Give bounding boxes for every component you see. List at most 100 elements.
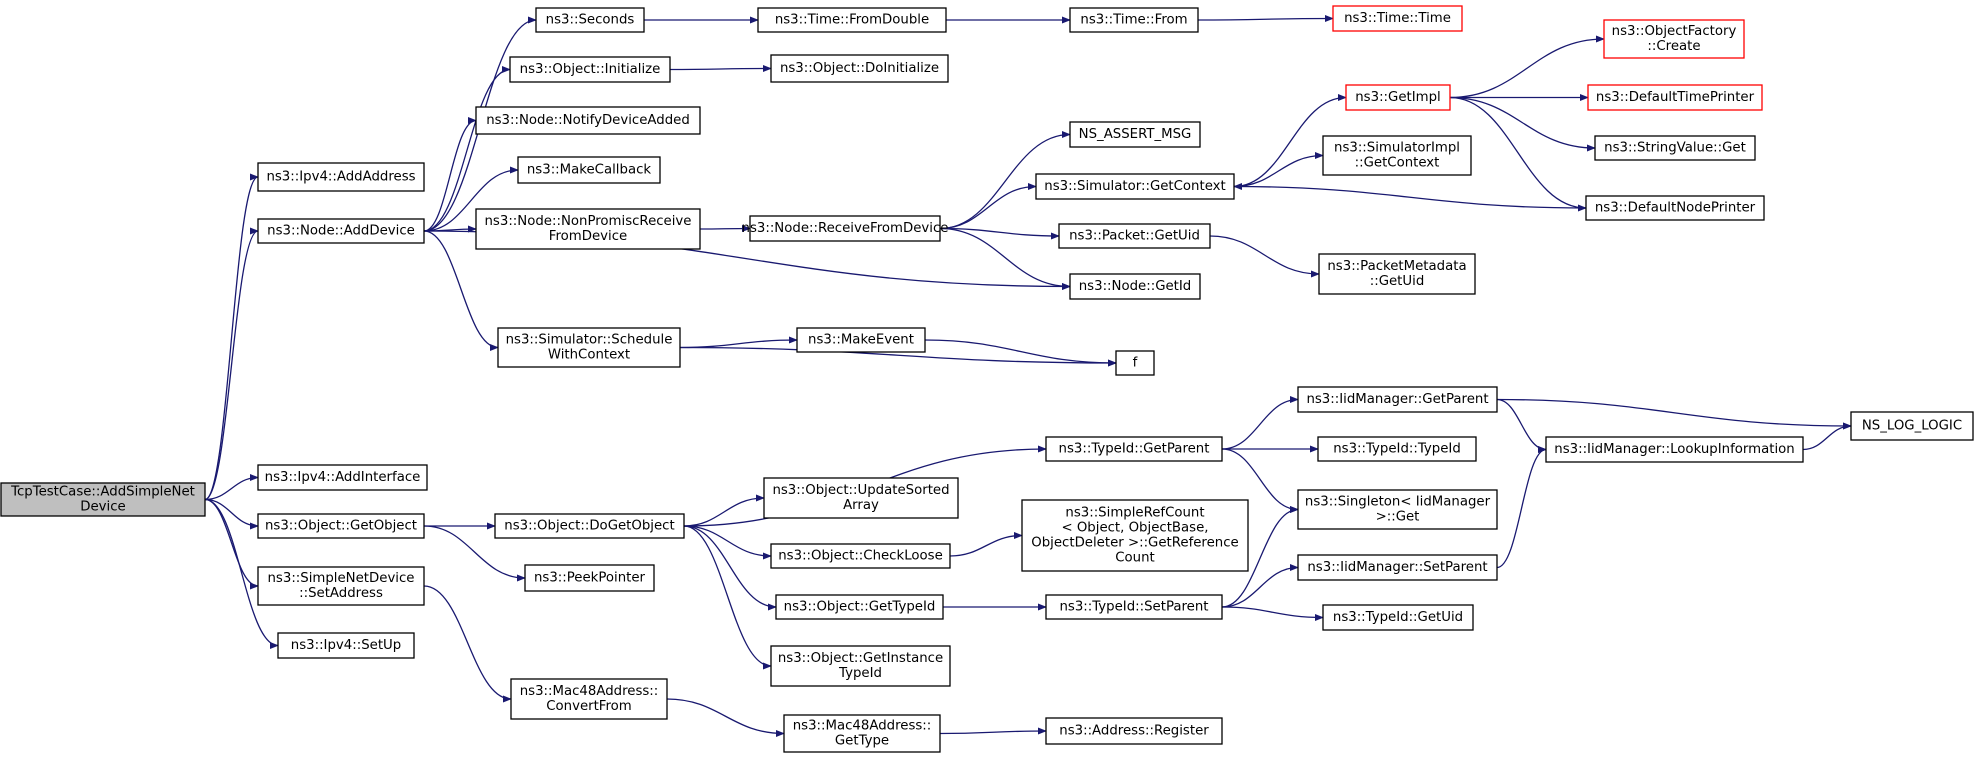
node-node_adddevice[interactable]: ns3::Node::AddDevice [257, 218, 425, 244]
node-box [257, 162, 425, 192]
node-defaultnodeprinter[interactable]: ns3::DefaultNodePrinter [1585, 195, 1765, 221]
edge-root-to-ipv4_addinterface [204, 473, 259, 501]
node-label: ::SetAddress [299, 586, 383, 601]
node-typeid_typeid[interactable]: ns3::TypeId::TypeId [1317, 436, 1477, 462]
node-address_register[interactable]: ns3::Address::Register [1045, 717, 1223, 745]
node-object_dogetobject[interactable]: ns3::Object::DoGetObject [494, 513, 685, 539]
node-ipv4_addaddress[interactable]: ns3::Ipv4::AddAddress [257, 162, 425, 192]
node-box [770, 645, 951, 687]
node-typeid_setparent[interactable]: ns3::TypeId::SetParent [1045, 594, 1223, 620]
node-simulator_getcontext[interactable]: ns3::Simulator::GetContext [1035, 173, 1235, 200]
node-box [770, 543, 951, 569]
node-label: ns3::TypeId::TypeId [1333, 442, 1461, 457]
node-label: ns3::Address::Register [1059, 724, 1209, 739]
edge-iidmanager_getparent-to-ns_log_logic [1496, 398, 1852, 430]
node-label: ns3::Node::AddDevice [267, 224, 415, 239]
node-object_initialize[interactable]: ns3::Object::Initialize [509, 56, 671, 83]
node-defaulttimeprinter[interactable]: ns3::DefaultTimePrinter [1587, 84, 1763, 111]
node-ns_log_logic[interactable]: NS_LOG_LOGIC [1850, 411, 1974, 441]
node-box [257, 513, 425, 539]
edge-root-to-object_getobject [204, 498, 259, 530]
edge-packet_getuid-to-packetmetadata_getuid [1209, 235, 1320, 278]
node-label: ns3::Time::Time [1344, 11, 1451, 26]
node-iidmanager_lookupinformation[interactable]: ns3::IidManager::LookupInformation [1545, 436, 1804, 463]
node-ipv4_addinterface[interactable]: ns3::Ipv4::AddInterface [257, 464, 428, 491]
edge-node_receivefromdevice-to-ns_assert_msg [939, 130, 1071, 230]
node-label: ns3::Time::From [1080, 13, 1187, 28]
node-time_fromdouble[interactable]: ns3::Time::FromDouble [757, 7, 947, 33]
node-simplerefcount[interactable]: ns3::SimpleRefCount< Object, ObjectBase,… [1021, 499, 1249, 572]
node-label: FromDevice [549, 229, 627, 244]
node-time_time[interactable]: ns3::Time::Time [1332, 5, 1463, 32]
node-label: ns3::DefaultTimePrinter [1596, 90, 1755, 105]
node-getimpl[interactable]: ns3::GetImpl [1345, 84, 1451, 111]
node-mac48_gettype[interactable]: ns3::Mac48Address::GetType [783, 714, 941, 753]
node-iidmanager_getparent[interactable]: ns3::IidManager::GetParent [1297, 386, 1498, 413]
node-stringvalue_get[interactable]: ns3::StringValue::Get [1594, 135, 1756, 161]
node-simplenetdevice_setaddress[interactable]: ns3::SimpleNetDevice::SetAddress [257, 566, 425, 606]
node-makeevent[interactable]: ns3::MakeEvent [796, 327, 926, 353]
node-box [1345, 84, 1451, 111]
node-node_notifydeviceadded[interactable]: ns3::Node::NotifyDeviceAdded [475, 106, 701, 135]
node-label: ns3::MakeEvent [808, 333, 914, 348]
node-box [1297, 489, 1498, 530]
node-box [257, 566, 425, 606]
node-label: ::GetUid [1370, 274, 1425, 289]
edge-root-to-ipv4_setup [204, 498, 279, 650]
node-object_getobject[interactable]: ns3::Object::GetObject [257, 513, 425, 539]
node-singleton_get[interactable]: ns3::Singleton< IidManager>::Get [1297, 489, 1498, 530]
edge-node_adddevice-to-makecallback [423, 166, 519, 232]
node-mac48_convertfrom[interactable]: ns3::Mac48Address::ConvertFrom [510, 678, 668, 720]
node-label: ns3::Time::FromDouble [775, 13, 929, 28]
node-ipv4_setup[interactable]: ns3::Ipv4::SetUp [277, 632, 415, 659]
node-box [1850, 411, 1974, 441]
edge-object_getobject-to-peekpointer [423, 525, 526, 582]
node-object_doinitialize[interactable]: ns3::Object::DoInitialize [770, 54, 949, 83]
node-box [257, 464, 428, 491]
node-typeid_getuid[interactable]: ns3::TypeId::GetUid [1322, 604, 1474, 631]
node-box [763, 477, 959, 519]
node-object_gettypeid[interactable]: ns3::Object::GetTypeId [775, 594, 944, 620]
node-label: Count [1115, 551, 1155, 566]
node-packetmetadata_getuid[interactable]: ns3::PacketMetadata::GetUid [1318, 253, 1476, 295]
edge-iidmanager_setparent-to-iidmanager_lookupinformation [1496, 445, 1547, 569]
node-label: ns3::Packet::GetUid [1069, 229, 1200, 244]
edge-simulator_getcontext-to-getimpl [1233, 93, 1347, 188]
node-typeid_getparent[interactable]: ns3::TypeId::GetParent [1045, 436, 1223, 462]
node-box [1045, 594, 1223, 620]
node-node_receivefromdevice[interactable]: ns3::Node::ReceiveFromDevice [742, 215, 949, 242]
node-object_checkloose[interactable]: ns3::Object::CheckLoose [770, 543, 951, 569]
node-label: ns3::TypeId::SetParent [1059, 600, 1208, 615]
edge-typeid_getparent-to-singleton_get [1221, 448, 1299, 514]
node-box [1332, 5, 1463, 32]
node-seconds[interactable]: ns3::Seconds [535, 7, 645, 33]
node-time_from[interactable]: ns3::Time::From [1069, 7, 1199, 33]
node-label: ns3::Object::DoInitialize [780, 61, 939, 76]
edge-object_dogetobject-to-object_gettypeid [683, 525, 777, 611]
edge-defaultnodeprinter-to-simulator_getcontext [1233, 182, 1587, 209]
edge-simulator_getcontext-to-simulatorimpl_getcontext [1233, 151, 1324, 188]
node-iidmanager_setparent[interactable]: ns3::IidManager::SetParent [1297, 554, 1498, 581]
node-node_getid[interactable]: ns3::Node::GetId [1069, 273, 1201, 300]
node-makecallback[interactable]: ns3::MakeCallback [517, 156, 661, 184]
node-simulatorimpl_getcontext[interactable]: ns3::SimulatorImpl::GetContext [1322, 135, 1472, 176]
node-label: ns3::Node::NonPromiscReceive [485, 214, 692, 229]
node-label: ObjectDeleter >::GetReference [1031, 536, 1238, 551]
node-ns_assert_msg[interactable]: NS_ASSERT_MSG [1069, 121, 1201, 148]
node-f[interactable]: f [1115, 350, 1155, 376]
node-label: ns3::PacketMetadata [1327, 259, 1466, 274]
node-objectfactory_create[interactable]: ns3::ObjectFactory::Create [1603, 19, 1745, 59]
node-label: ns3::Object::GetInstance [778, 651, 943, 666]
node-label: ns3::SimulatorImpl [1334, 141, 1460, 156]
node-packet_getuid[interactable]: ns3::Packet::GetUid [1058, 223, 1211, 249]
node-box [1317, 436, 1477, 462]
node-label: ::GetContext [1355, 156, 1440, 171]
node-peekpointer[interactable]: ns3::PeekPointer [524, 564, 655, 592]
node-label: ns3::SimpleNetDevice [268, 571, 415, 586]
